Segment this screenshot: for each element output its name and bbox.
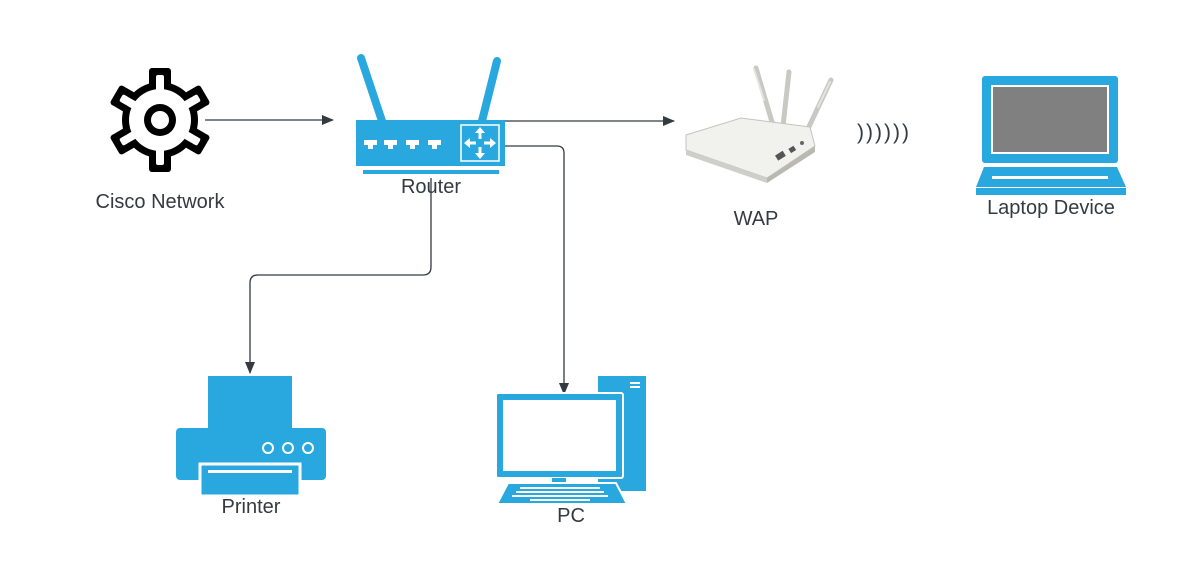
wireless-signal: )))))) [857,121,911,144]
pc-label: PC [557,505,585,527]
printer-icon [176,376,326,498]
connectors [205,115,675,395]
router-label: Router [400,176,462,198]
desktop-pc-icon [495,376,646,505]
cisco-network-label: Cisco Network [95,191,225,213]
printer-label: Printer [221,496,281,518]
laptop-icon [976,76,1126,195]
laptop-device-label: Laptop Device [987,197,1115,219]
edge-router-to-printer [245,178,432,374]
edge-router-to-pc [505,145,569,395]
wireless-access-point-icon [685,65,834,183]
wap-label: WAP [733,208,779,230]
gear-icon [110,68,210,172]
router-icon [356,54,505,174]
